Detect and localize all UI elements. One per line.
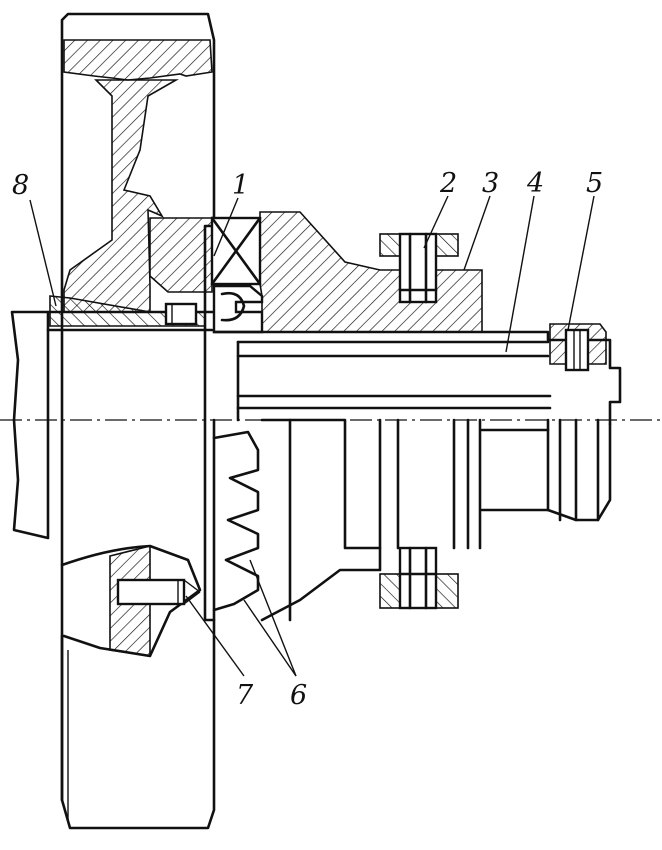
key-8 <box>49 295 206 327</box>
lower-coupling-view <box>212 418 612 622</box>
label-4: 4 <box>526 168 544 199</box>
label-5: 5 <box>586 168 603 199</box>
label-3: 3 <box>482 168 499 199</box>
hub-insert <box>149 216 262 293</box>
label-6: 6 <box>290 680 307 711</box>
wheel <box>46 12 217 830</box>
label-1: 1 <box>232 170 249 201</box>
label-2: 2 <box>439 168 457 199</box>
left-shaft <box>10 310 50 540</box>
leader-lines <box>29 195 595 677</box>
coupling-half <box>212 211 483 334</box>
part-labels: 8 1 2 3 4 5 7 6 <box>12 168 603 711</box>
label-7: 7 <box>236 680 254 711</box>
label-8: 8 <box>12 170 29 201</box>
right-shaft <box>212 323 622 426</box>
